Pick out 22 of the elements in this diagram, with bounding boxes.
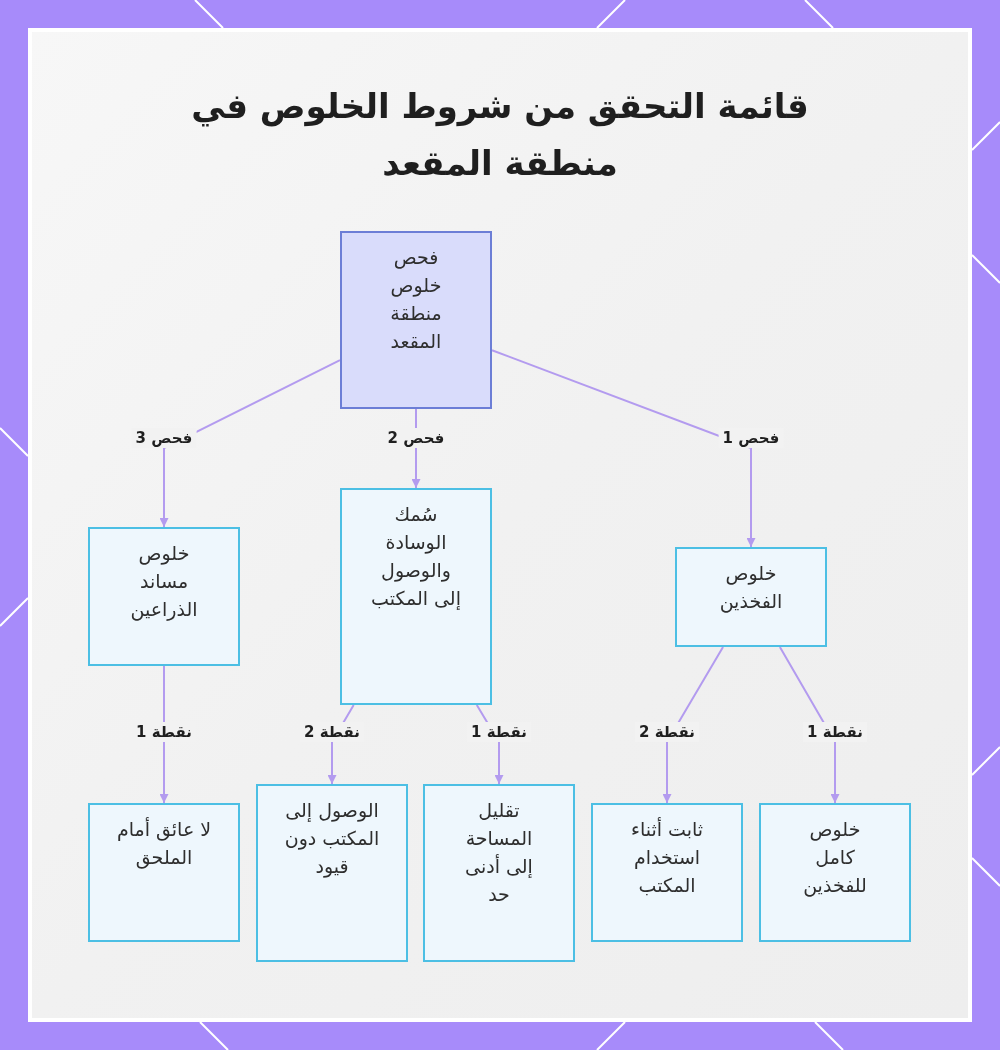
process-box — [675, 547, 827, 647]
connector-arrow — [778, 646, 840, 804]
process-box — [88, 527, 240, 666]
node-text: سُمك الوسادة والوصول إلى المكتب — [370, 502, 462, 612]
process-box — [759, 803, 911, 942]
node-text: الوصول إلى المكتب دون قيود — [284, 798, 380, 880]
connector-arrow — [662, 646, 725, 804]
node-text: خلوص مساند الذراعين — [129, 541, 199, 623]
process-box — [340, 488, 492, 705]
diagram-title: قائمة التحقق من شروط الخلوص في منطقة المقعد — [190, 85, 810, 185]
node-text: خلوص الفخذين — [718, 561, 784, 615]
process-box — [423, 784, 575, 962]
process-box — [88, 803, 240, 942]
main-box — [340, 231, 492, 409]
connector-arrow — [491, 349, 756, 548]
node-text: فحص خلوص منطقة المقعد — [389, 245, 443, 354]
node-text: لا عائق أمام الملحق — [115, 816, 213, 871]
node-text: ثابت أثناء استخدام المكتب — [629, 816, 705, 898]
process-box — [256, 784, 408, 962]
process-box — [591, 803, 743, 942]
node-text: خلوص كامل للفخذين — [802, 817, 868, 899]
node-text: تقليل المساحة إلى أدنى حد — [464, 798, 534, 907]
